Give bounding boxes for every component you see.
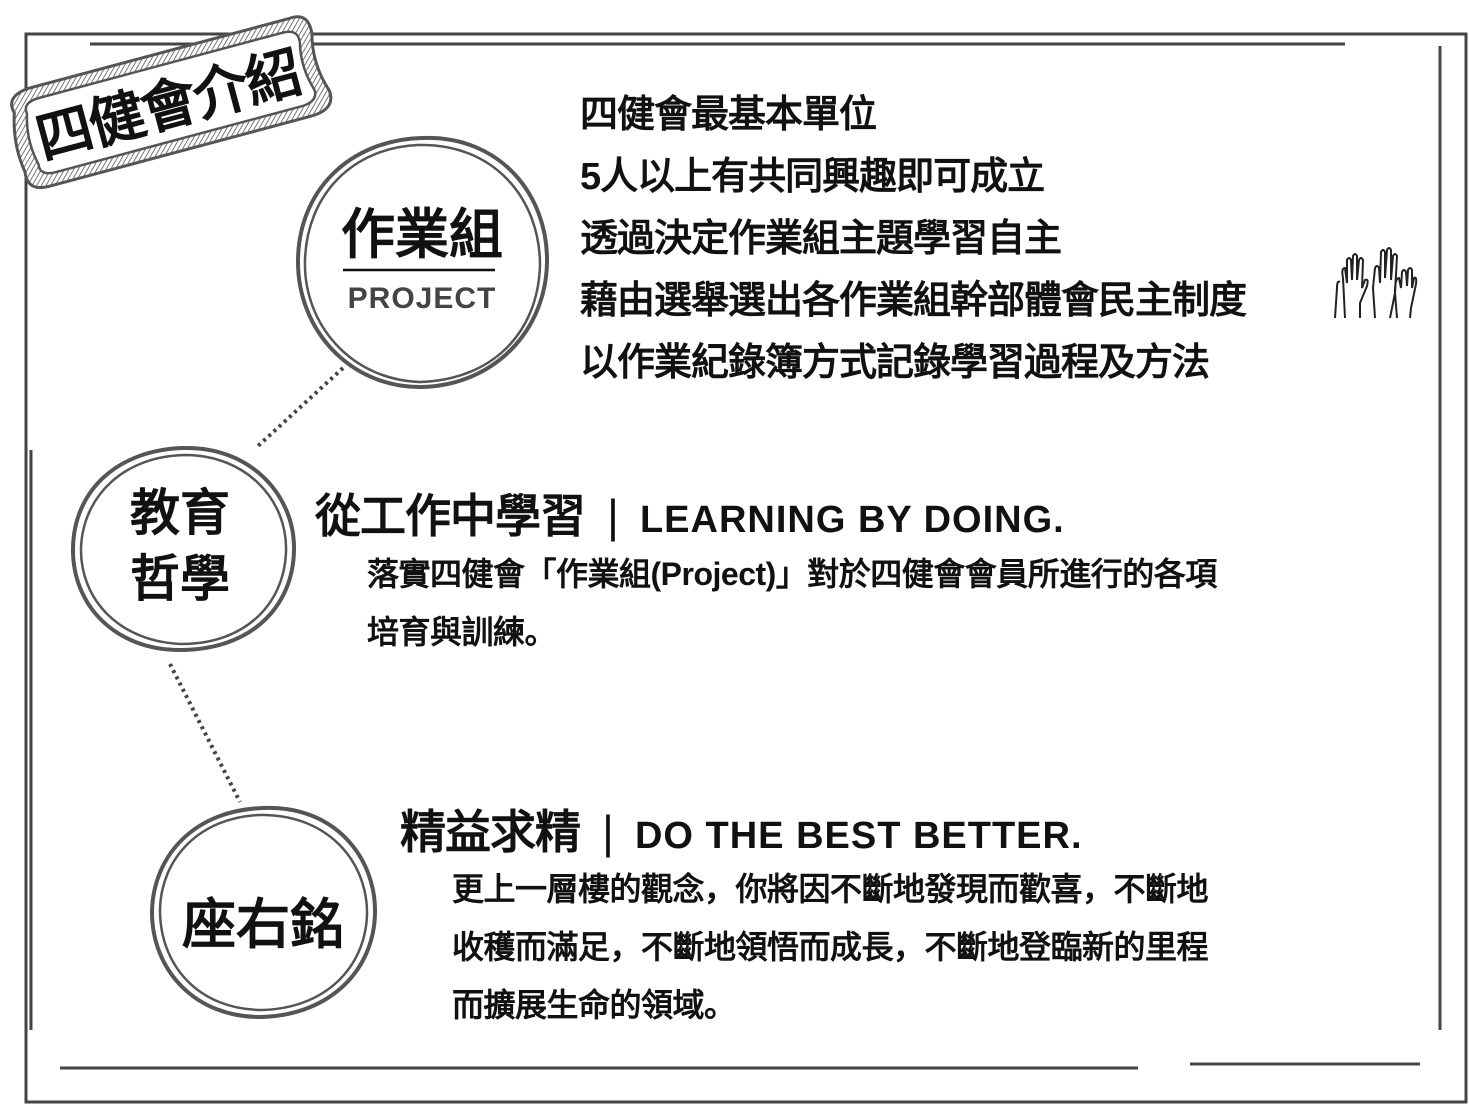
project-points-list: 四健會最基本單位 5人以上有共同興趣即可成立 透過決定作業組主題學習自主 藉由選…: [580, 84, 1247, 394]
dotted-connector: [168, 663, 242, 803]
heading-separator: |: [607, 490, 619, 542]
list-item: 以作業紀錄簿方式記錄學習過程及方法: [580, 342, 1210, 384]
list-item: 5人以上有共同興趣即可成立: [580, 156, 1045, 198]
motto-heading: 精益求精 | DO THE BEST BETTER.: [400, 796, 1083, 862]
body-line: 而擴展生命的領域。: [452, 987, 736, 1023]
heading-en: DO THE BEST BETTER.: [634, 815, 1083, 857]
badge-frame: [10, 15, 333, 190]
heading-en: LEARNING BY DOING.: [639, 499, 1065, 541]
heading-separator: |: [602, 806, 614, 858]
list-item: 藉由選舉選出各作業組幹部體會民主制度: [580, 280, 1247, 322]
philosophy-circle-shape: [70, 445, 297, 653]
dotted-connector: [256, 366, 345, 448]
heading-zh: 從工作中學習: [315, 490, 586, 542]
philosophy-body: 落實四健會「作業組(Project)」對於四健會會員所進行的各項 培育與訓練。: [367, 545, 1217, 661]
list-item: 四健會最基本單位: [580, 94, 877, 136]
outer-border: [24, 32, 1468, 1104]
project-circle-subtitle: PROJECT: [347, 282, 497, 315]
raised-hands-icon: [1334, 247, 1418, 319]
project-circle-shape: [295, 135, 550, 390]
body-line: 收穫而滿足，不斷地領悟而成長，不斷地登臨新的里程: [452, 929, 1209, 965]
circle-title-line: 教育: [130, 485, 230, 541]
body-line: 培育與訓練。: [367, 614, 557, 650]
motto-circle-shape: [149, 805, 378, 1020]
motto-body: 更上一層樓的觀念，你將因不斷地發現而歡喜，不斷地 收穫而滿足，不斷地領悟而成長，…: [452, 860, 1209, 1034]
philosophy-heading: 從工作中學習 | LEARNING BY DOING.: [315, 480, 1065, 546]
list-item: 透過決定作業組主題學習自主: [580, 218, 1062, 260]
project-circle-title: 作業組: [341, 205, 503, 265]
body-line: 更上一層樓的觀念，你將因不斷地發現而歡喜，不斷地: [452, 871, 1209, 907]
motto-circle-title: 座右銘: [182, 895, 344, 955]
philosophy-circle-title: 教育 哲學: [100, 480, 260, 612]
circle-title-line: 哲學: [130, 551, 230, 607]
body-line: 落實四健會「作業組(Project)」對於四健會會員所進行的各項: [367, 556, 1217, 592]
heading-zh: 精益求精: [400, 806, 581, 858]
